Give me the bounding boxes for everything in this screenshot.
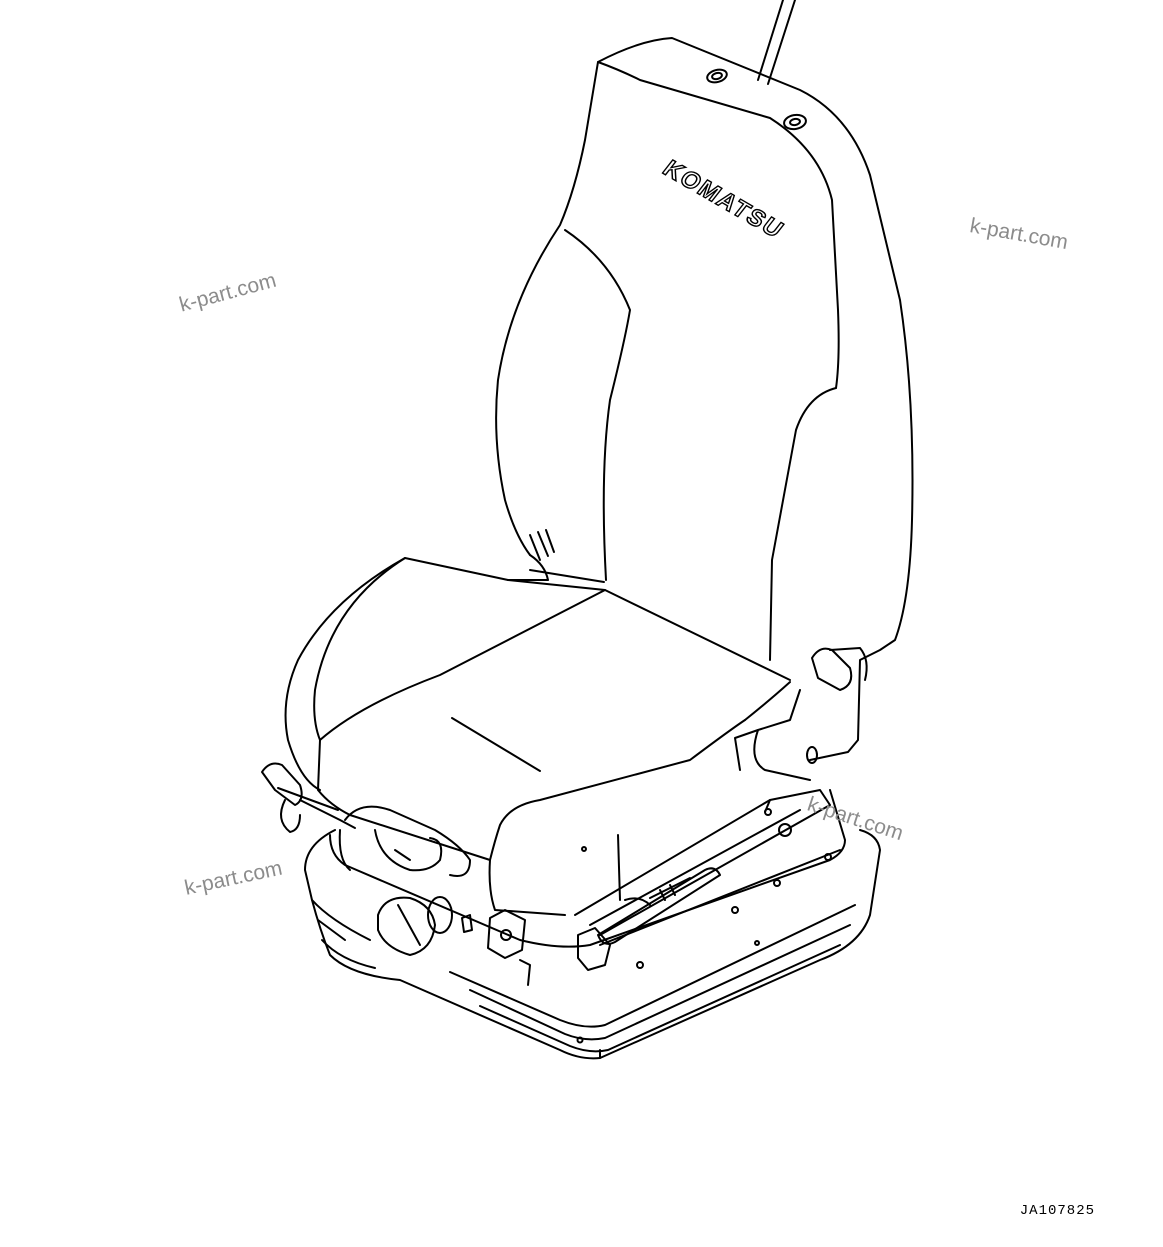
seat-cushion	[284, 557, 791, 916]
recline-lever	[734, 647, 868, 781]
cable-strap	[757, 0, 796, 85]
komatsu-logo: KOMATSU	[660, 155, 790, 240]
front-handle	[338, 805, 471, 877]
drawing-code-label: JA107825	[1019, 1203, 1095, 1219]
svg-text:KOMATSU: KOMATSU	[660, 156, 790, 240]
latch-bracket	[461, 909, 611, 986]
fore-aft-lever	[261, 762, 356, 833]
slide-rail	[574, 789, 831, 936]
gas-spring	[597, 867, 721, 945]
weight-adjust-knob	[377, 896, 453, 956]
backrest	[495, 37, 914, 761]
suspension-base	[304, 789, 881, 1060]
